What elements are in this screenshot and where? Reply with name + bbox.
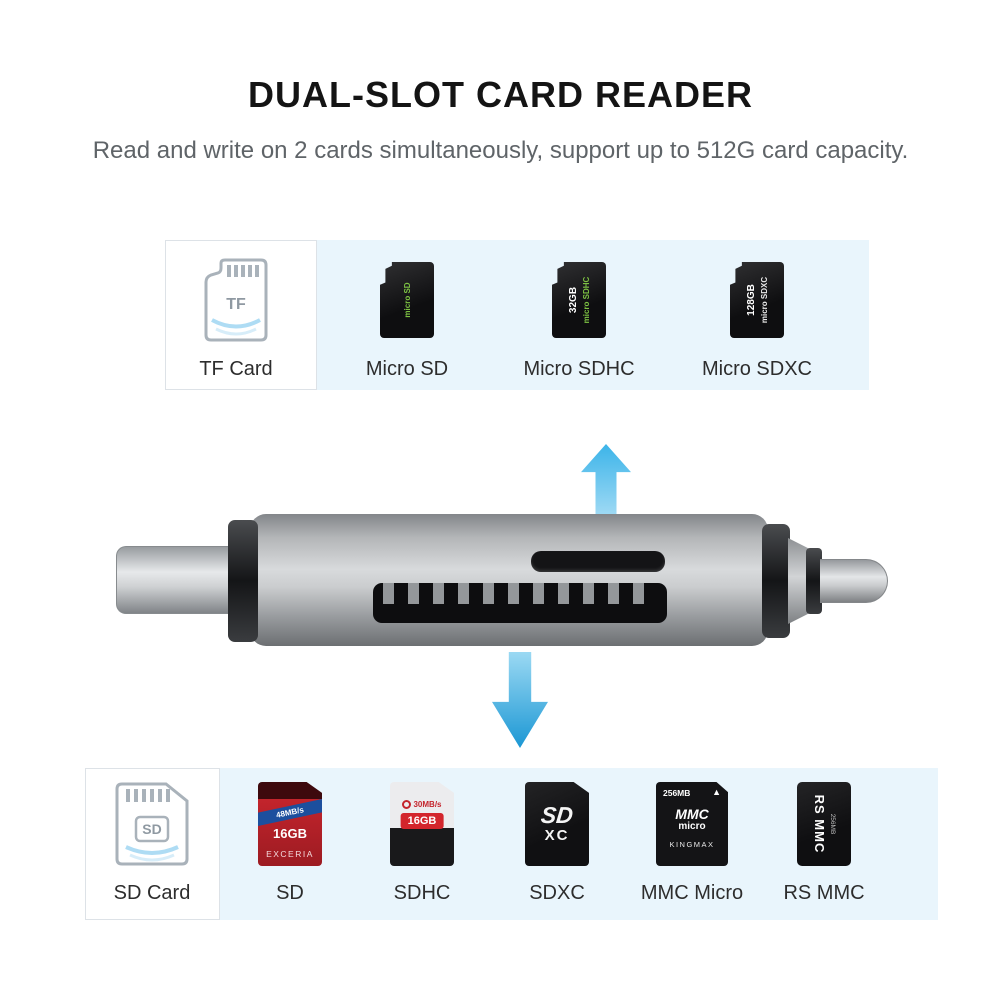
card-label: SDHC [393,882,451,904]
card-label: Micro SDXC [701,358,812,380]
card-label: SD [276,882,304,904]
sd-capacity: 16GB [273,826,307,841]
card-label: TF Card [199,358,273,380]
sd-brand: EXCERIA [266,849,314,859]
right-collar [762,524,790,638]
arrow-up-icon [581,444,631,522]
micro-sd-item: micro SD Micro SD [347,256,467,381]
mmc-micro-card-image: 256MB ▲ MMC micro KINGMAX [656,782,728,866]
sd-slot-contacts [383,583,657,604]
micro-sd-logo: micro SD [402,282,412,318]
micro-sdxc-card-image: 128GB micro SDXC [730,262,784,338]
micro-sd-slot [531,551,665,572]
card-label: SDXC [529,882,585,904]
mmc-capacity: 256MB [663,788,691,798]
mmc-brand: KINGMAX [669,840,715,849]
sd-item: 48MB/s 16GB EXCERIA SD [230,780,350,905]
sd-speed: 48MB/s [258,797,322,828]
card-label: Micro SDHC [523,358,635,380]
sdxc-item: SD XC SDXC [497,780,617,905]
card-reader-body [250,514,768,646]
sdxc-logo-xc: XC [544,826,570,844]
arrow-down-icon [492,652,548,748]
sdhc-item: 30MB/s 16GB SDHC [362,780,482,905]
mmc-logo-micro: micro [678,821,706,832]
card-label: SD Card [113,882,191,904]
card-label: RS MMC [783,882,865,904]
card-label: Micro SD [365,358,449,380]
tf-icon-text: TF [226,296,246,313]
micro-sdhc-card-image: 32GB micro SDHC [552,262,606,338]
sd-card-slot [373,583,667,623]
sd-card-item: SD SD Card [92,780,212,905]
page-title: DUAL-SLOT CARD READER [248,74,753,115]
micro-sdhc-capacity: 32GB [567,286,579,314]
usb-a-connector [116,546,242,614]
speed-class-icon [402,800,412,809]
rs-mmc-card-image: 256MB RS MMC [797,782,851,866]
tf-card-item: TF TF Card [176,256,296,381]
usb-c-connector [820,559,888,603]
sdxc-card-image: SD XC [525,782,589,866]
mmc-logo: MMC [675,806,709,822]
micro-sdxc-logo: micro SDXC [759,276,769,324]
micro-sdhc-item: 32GB micro SDHC Micro SDHC [517,256,641,381]
rs-mmc-item: 256MB RS MMC RS MMC [764,780,884,905]
sdhc-speed: 30MB/s [413,800,442,809]
micro-sdxc-item: 128GB micro SDXC Micro SDXC [695,256,819,381]
page-subtitle: Read and write on 2 cards simultaneously… [92,137,909,164]
sd-card-icon: SD [115,782,189,866]
rs-mmc-logo: RS MMC [812,794,827,854]
tf-card-icon: TF [204,258,268,342]
rs-mmc-capacity: 256MB [829,813,836,835]
card-label: MMC Micro [640,882,744,904]
sdxc-logo-sd: SD [539,801,575,828]
sd-card-image: 48MB/s 16GB EXCERIA [258,782,322,866]
micro-sdxc-capacity: 128GB [745,284,757,316]
usb-c-collar [806,548,822,614]
mmc-micro-item: 256MB ▲ MMC micro KINGMAX MMC Micro [632,780,752,905]
triangle-icon: ▲ [712,787,721,797]
micro-sd-card-image: micro SD [380,262,434,338]
sdhc-capacity: 16GB [400,813,444,829]
right-taper [788,538,810,624]
micro-sdhc-logo: micro SDHC [581,276,591,324]
left-collar [228,520,258,642]
sd-icon-text: SD [142,821,161,837]
sdhc-card-image: 30MB/s 16GB [390,782,454,866]
